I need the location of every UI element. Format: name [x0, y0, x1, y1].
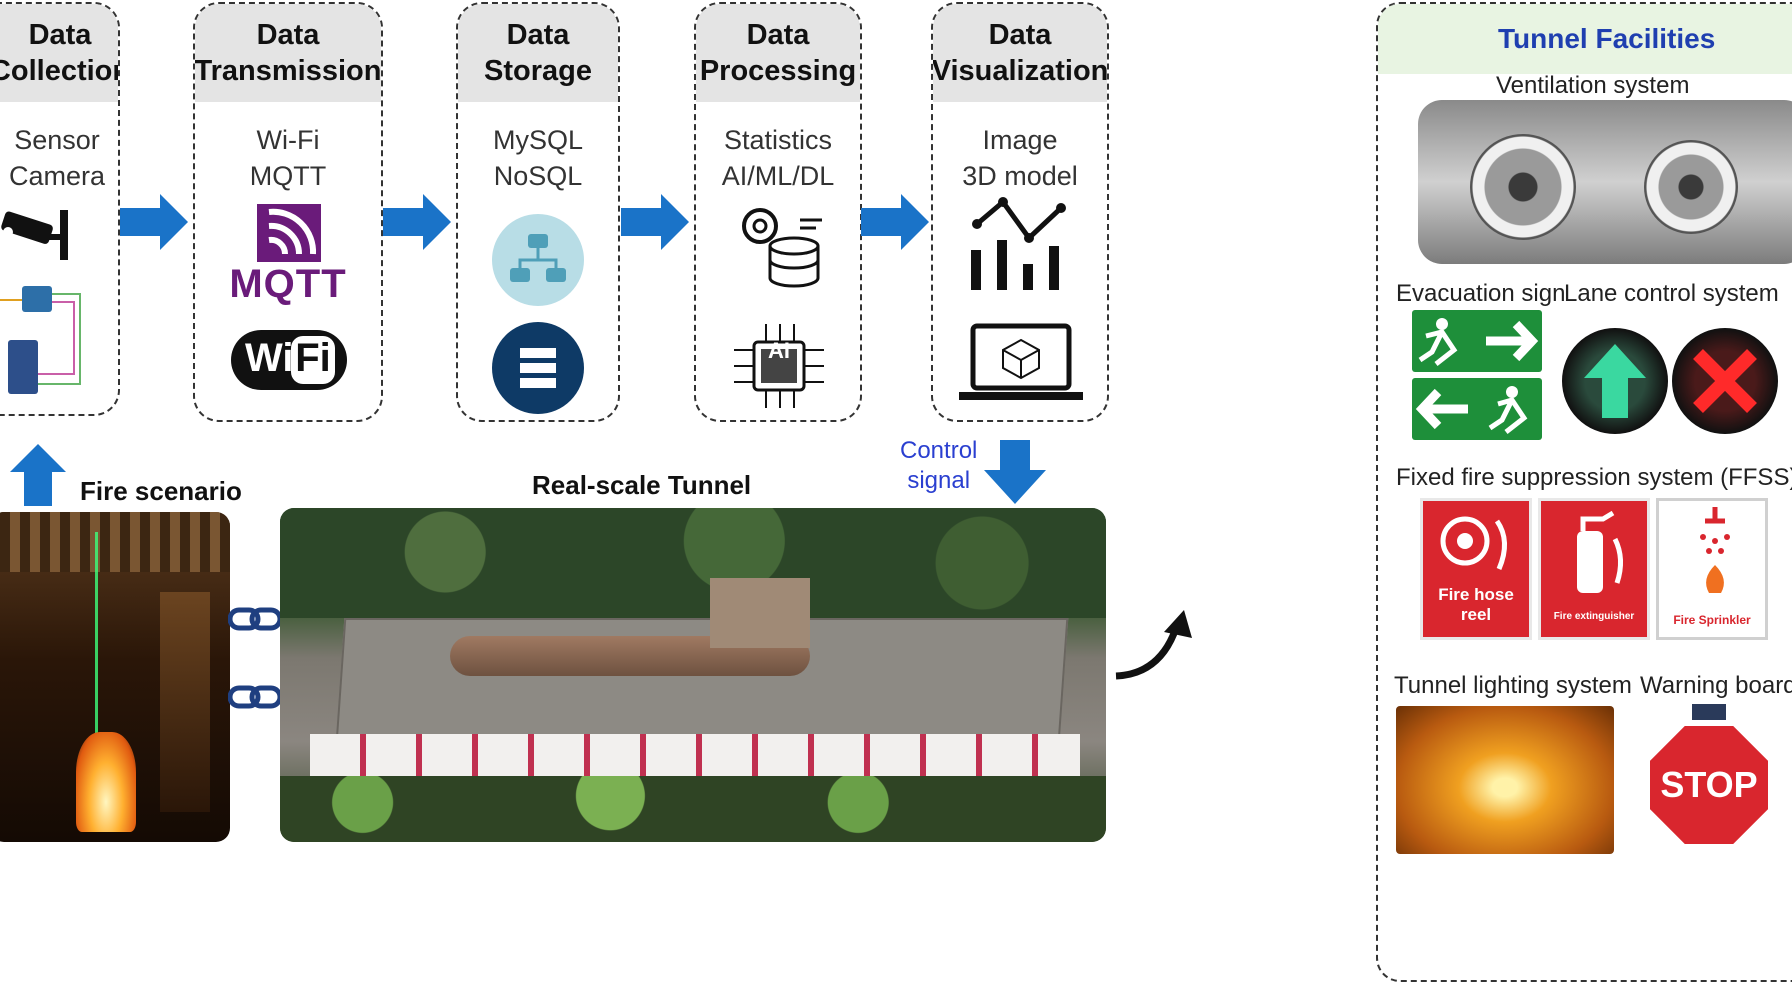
- stop-text: STOP: [1660, 764, 1758, 805]
- evacuation-sign-icon: [1412, 310, 1542, 440]
- laptop-cube-icon: [959, 323, 1083, 400]
- stage-title: Data Storage: [458, 4, 618, 102]
- mqtt-logo-text: MQTT: [229, 262, 347, 306]
- gear-database-icon: [742, 208, 822, 288]
- stage-title: Data Visualization: [933, 4, 1107, 102]
- arrow-up-icon: [1584, 344, 1646, 418]
- evacuation-label: Evacuation sign: [1396, 280, 1566, 307]
- mqtt-logo: [257, 204, 321, 262]
- stage-data-visualization: Data Visualization Image 3D model: [931, 2, 1109, 422]
- ai-chip-icon: [734, 324, 824, 408]
- hose-reel-icon: [1440, 516, 1507, 570]
- tunnel-facilities-panel: Tunnel Facilities Ventilation system Eva…: [1376, 2, 1792, 982]
- stop-sign-icon: [1646, 704, 1772, 848]
- x-mark-icon: [1693, 349, 1757, 413]
- warning-board-label: Warning board: [1640, 672, 1792, 699]
- cctv-camera-icon: [1, 210, 68, 260]
- fire-flame: [76, 732, 136, 832]
- tunnel-wall: [310, 734, 1080, 778]
- fan-icon: [1470, 134, 1576, 240]
- real-scale-tunnel-photo: [280, 508, 1106, 842]
- stage-data-storage: Data Storage MySQL NoSQL: [456, 2, 620, 422]
- real-scale-tunnel-label: Real-scale Tunnel: [532, 470, 752, 500]
- stage-tools: Image 3D model: [962, 125, 1078, 191]
- stage-tools: Statistics AI/ML/DL: [721, 125, 835, 191]
- stage-data-processing: Data Processing Statistics AI/ML/DL AI: [694, 2, 862, 422]
- stage-tools: Wi-Fi MQTT: [249, 125, 327, 191]
- control-signal-label: Control signal: [900, 437, 978, 494]
- stage-title: Data Collection: [0, 4, 118, 102]
- flow-arrow-2: [383, 194, 451, 250]
- tunnel-lighting-photo: [1396, 706, 1614, 854]
- stage-tools: MySQL NoSQL: [492, 125, 584, 191]
- line-bar-chart-icon: [971, 197, 1066, 290]
- ventilation-photo: [1418, 100, 1792, 264]
- lighting-label: Tunnel lighting system: [1394, 672, 1632, 699]
- up-arrow: [10, 444, 66, 506]
- stage-tools: Sensor Camera: [8, 125, 106, 191]
- flow-arrow-3: [621, 194, 689, 250]
- fan-icon: [1644, 140, 1738, 234]
- lane-control-label: Lane control system: [1564, 280, 1779, 307]
- stage-data-collection: Data Collection Sensor Camera: [0, 2, 120, 416]
- lane-green-arrow-light: [1562, 328, 1668, 434]
- fire-scenario-photo: [0, 512, 230, 842]
- sprinkler-icon: [1700, 507, 1730, 593]
- control-down-arrow: [984, 440, 1046, 504]
- lane-red-x-light: [1672, 328, 1778, 434]
- stage-title: Data Transmission: [195, 4, 381, 102]
- wifi-logo: Wi Fi: [231, 330, 347, 390]
- fire-hose-reel-sign: Fire hose reel: [1420, 498, 1532, 640]
- stage-title: Data Processing: [696, 4, 860, 102]
- chain-link-icon: [228, 685, 282, 709]
- extinguisher-icon: [1577, 510, 1623, 593]
- fire-extinguisher-sign: Fire extinguisher: [1538, 498, 1650, 640]
- flow-arrow-1: [120, 194, 188, 250]
- ffss-label: Fixed fire suppression system (FFSS): [1396, 464, 1792, 491]
- flow-arrow-4: [861, 194, 929, 250]
- curved-arrow-icon: [1115, 610, 1192, 680]
- chain-link-icon: [228, 607, 282, 631]
- fire-sprinkler-sign: Fire Sprinkler: [1656, 498, 1768, 640]
- sensor-board-icon: [0, 286, 81, 394]
- ventilation-label: Ventilation system: [1496, 72, 1690, 99]
- ai-chip-text: AI: [768, 338, 790, 363]
- fire-scenario-label: Fire scenario: [80, 476, 242, 506]
- server-icon: [492, 322, 584, 414]
- facilities-title: Tunnel Facilities: [1378, 4, 1792, 74]
- stage-data-transmission: Data Transmission Wi-Fi MQTT MQTT Wi Fi: [193, 2, 383, 422]
- database-network-icon: [492, 214, 584, 306]
